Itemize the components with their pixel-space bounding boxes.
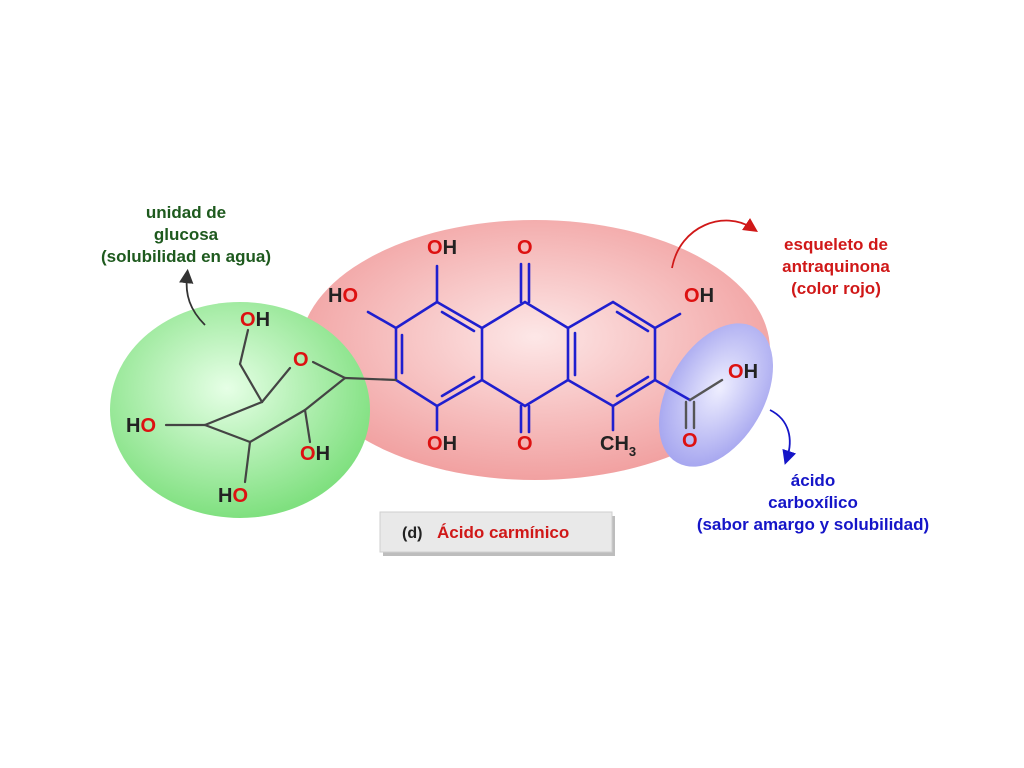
svg-text:glucosa: glucosa	[154, 225, 219, 244]
atom-o-carboxyl: O	[682, 430, 698, 452]
carboxylic-arrow	[769, 409, 797, 465]
atom-oh-right: OH	[684, 285, 714, 307]
atom-ho-left: HO	[328, 285, 358, 307]
caption-title: Ácido carmínico	[437, 523, 569, 542]
svg-text:(color rojo): (color rojo)	[791, 279, 881, 298]
glucose-arrow	[179, 268, 206, 326]
atom-ho-glucose-left: HO	[126, 415, 156, 437]
atom-ho-glucose-bottom: HO	[218, 485, 248, 507]
carboxylic-region	[659, 323, 773, 467]
atom-oh-bottom: OH	[427, 433, 457, 455]
caption-box	[379, 511, 613, 553]
svg-text:ácido: ácido	[791, 471, 835, 490]
atom-ch3: CH3	[600, 433, 636, 459]
atom-oh-top: OH	[427, 237, 457, 259]
glucose-bonds	[164, 328, 398, 484]
anthraquinone-label: esqueleto de antraquinona (color rojo)	[782, 235, 890, 298]
svg-text:unidad de: unidad de	[146, 203, 226, 222]
anthraquinone-region	[300, 220, 770, 480]
atom-oh-glucose-top: OH	[240, 309, 270, 331]
svg-text:(solubilidad en agua): (solubilidad en agua)	[101, 247, 271, 266]
anthraquinone-arrow	[671, 218, 758, 269]
svg-text:(sabor amargo y solubilidad): (sabor amargo y solubilidad)	[697, 515, 929, 534]
svg-text:carboxílico: carboxílico	[768, 493, 858, 512]
carboxylic-label: ácido carboxílico (sabor amargo y solubi…	[697, 471, 929, 534]
glucose-label: unidad de glucosa (solubilidad en agua)	[101, 203, 271, 266]
atom-labels: OH O HO OH OH O CH3 OH O OH O HO OH HO	[126, 237, 758, 507]
atom-o-ring: O	[293, 349, 309, 371]
svg-text:esqueleto de: esqueleto de	[784, 235, 888, 254]
atom-oh-glucose-right: OH	[300, 443, 330, 465]
atom-oh-carboxyl: OH	[728, 361, 758, 383]
svg-text:antraquinona: antraquinona	[782, 257, 890, 276]
atom-o-carbonyl-top: O	[517, 237, 533, 259]
anthraquinone-skeleton	[366, 262, 692, 434]
atom-o-carbonyl-bottom: O	[517, 433, 533, 455]
caption-letter: (d)	[402, 525, 422, 542]
carboxyl-bonds	[684, 378, 724, 430]
